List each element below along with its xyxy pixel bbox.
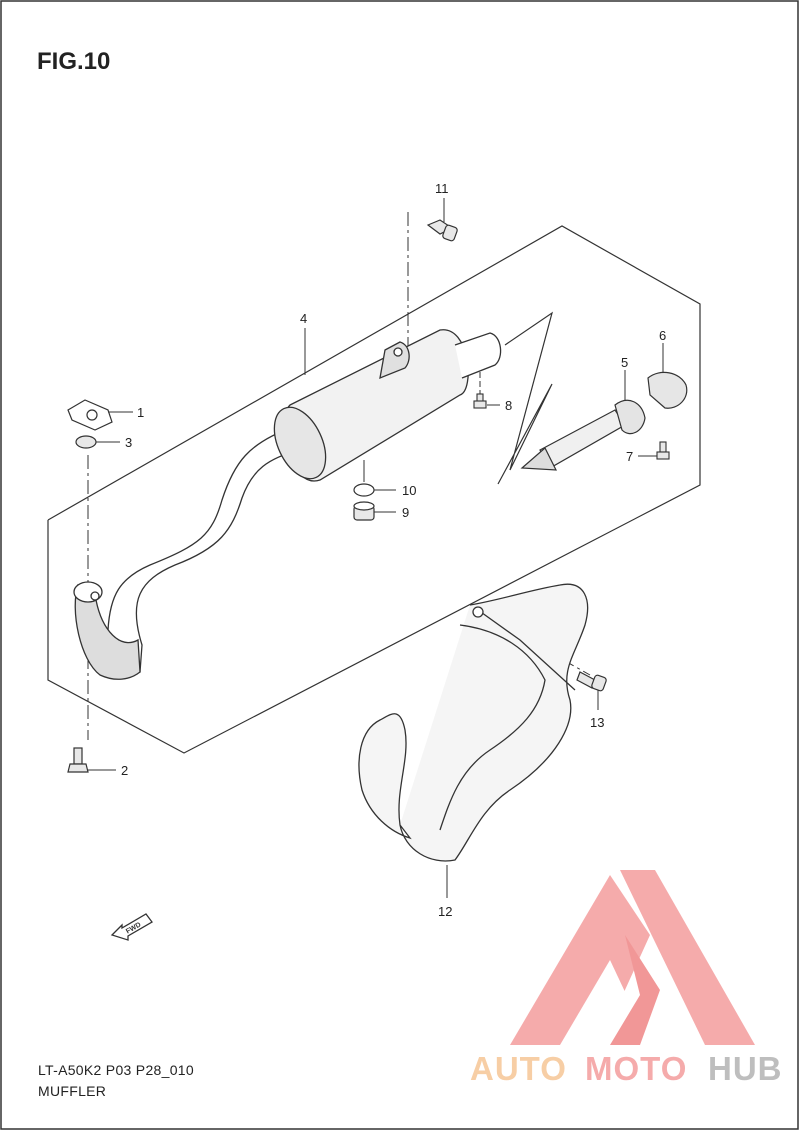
callout-13: 13: [590, 715, 604, 730]
callout-5: 5: [621, 355, 628, 370]
callout-10: 10: [402, 483, 416, 498]
callout-1: 1: [137, 405, 144, 420]
callout-6: 6: [659, 328, 666, 343]
figure-title: FIG.10: [37, 48, 111, 75]
automotohub-logo: AUTO MOTO HUB: [470, 870, 783, 1087]
watermark-auto: AUTO: [470, 1050, 567, 1087]
heat-shield: [358, 583, 589, 862]
break-line: [497, 311, 553, 485]
callout-11: 11: [435, 181, 449, 196]
footer-name: MUFFLER: [38, 1083, 107, 1099]
bolt-7: [656, 441, 670, 460]
muffler-body: [273, 329, 502, 482]
fwd-arrow-icon: FWD: [110, 913, 153, 941]
bolt-8: [473, 393, 487, 409]
callout-2: 2: [121, 763, 128, 778]
bolt-13: [576, 671, 607, 692]
assembly-box-outline: [47, 225, 701, 754]
bolt-2: [67, 747, 89, 773]
spark-arrester: [520, 399, 646, 471]
watermark-moto: MOTO: [585, 1050, 687, 1087]
callout-3: 3: [125, 435, 132, 450]
bolt-11: [426, 219, 458, 242]
callout-7: 7: [626, 449, 633, 464]
watermark-hub: HUB: [708, 1050, 783, 1087]
footer-code: LT-A50K2 P03 P28_010: [38, 1062, 194, 1078]
callout-12: 12: [438, 904, 452, 919]
gasket-1: [67, 399, 113, 431]
exhaust-pipe: [73, 429, 302, 680]
callout-8: 8: [505, 398, 512, 413]
callout-9: 9: [402, 505, 409, 520]
end-cap: [647, 371, 688, 409]
leader-lines: [88, 198, 664, 898]
callout-4: 4: [300, 311, 307, 326]
washer-3: [75, 435, 97, 449]
washer-10: [353, 483, 375, 497]
nut-9: [353, 501, 375, 521]
